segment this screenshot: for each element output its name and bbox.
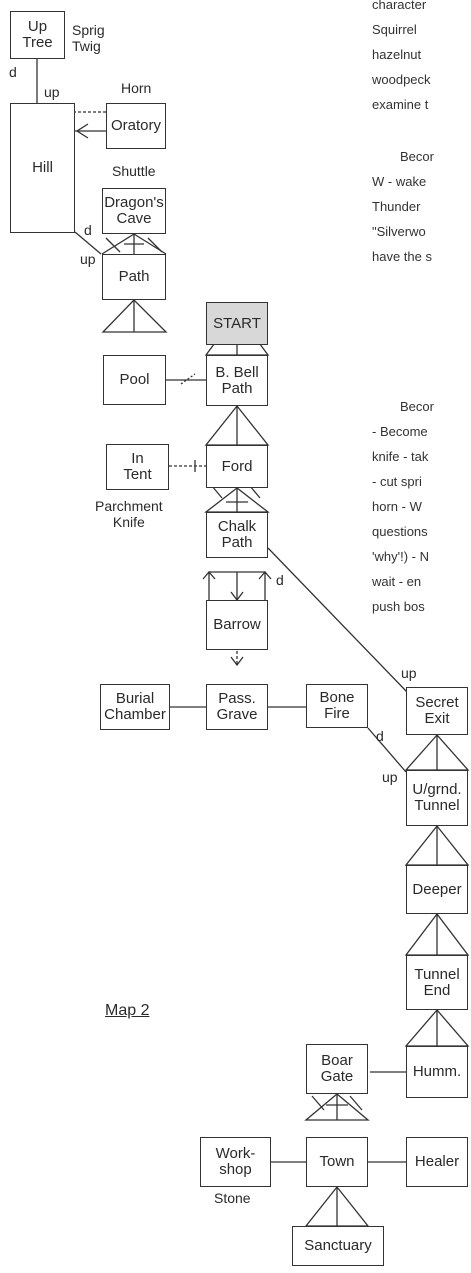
room-tunnel-end: Tunnel End — [406, 955, 468, 1010]
room-pool: Pool — [103, 355, 166, 405]
text-fragment: character — [372, 0, 427, 12]
dir-up: up — [44, 84, 60, 100]
room-start: START — [206, 302, 268, 345]
room-town: Town — [306, 1137, 368, 1187]
text-fragment: have the s — [372, 249, 432, 264]
item-shuttle: Shuttle — [112, 163, 156, 179]
room-bone-fire: Bone Fire — [306, 684, 368, 728]
dir-d: d — [276, 572, 284, 588]
text-fragment: Thunder — [372, 199, 421, 214]
room-ugrnd-tunnel: U/grnd. Tunnel — [406, 770, 468, 826]
room-up-tree: Up Tree — [10, 11, 65, 59]
room-pass-grave: Pass. Grave — [206, 684, 268, 730]
text-fragment: Becor — [400, 149, 434, 164]
room-bell-path: B. Bell Path — [206, 355, 268, 406]
dir-up: up — [382, 769, 398, 785]
text-fragment: Squirrel — [372, 22, 417, 37]
dir-d: d — [9, 64, 17, 80]
text-fragment: Becor — [400, 399, 434, 414]
room-dragons-cave: Dragon's Cave — [102, 188, 166, 234]
text-fragment: questions — [372, 524, 428, 539]
room-hill: Hill — [10, 103, 75, 233]
item-horn: Horn — [121, 80, 152, 96]
room-oratory: Oratory — [106, 103, 166, 149]
item-sprig-twig: Sprig Twig — [72, 22, 105, 54]
room-boar-gate: Boar Gate — [306, 1044, 368, 1094]
room-workshop: Work- shop — [200, 1137, 271, 1187]
text-fragment: W - wake — [372, 174, 427, 189]
room-path: Path — [102, 254, 166, 300]
text-fragment: 'why'!) - N — [372, 549, 429, 564]
text-fragment: hazelnut — [372, 47, 422, 62]
item-parchment-knife: Parchment Knife — [95, 498, 163, 530]
link-hill-path — [74, 231, 102, 255]
room-healer: Healer — [406, 1137, 468, 1187]
text-fragment: horn - W — [372, 499, 422, 514]
room-in-tent: In Tent — [106, 444, 169, 490]
room-sanctuary: Sanctuary — [292, 1226, 384, 1266]
text-fragment: examine t — [372, 97, 429, 112]
room-burial-chamber: Burial Chamber — [100, 684, 170, 730]
text-fragment: knife - tak — [372, 449, 429, 464]
map-caption: Map 2 — [105, 1002, 150, 1019]
dir-d: d — [376, 728, 384, 744]
room-humm: Humm. — [406, 1046, 468, 1098]
text-fragment: - Become — [372, 424, 428, 439]
dir-up: up — [401, 665, 417, 681]
item-stone: Stone — [214, 1190, 251, 1206]
room-ford: Ford — [206, 445, 268, 488]
dir-up: up — [80, 251, 96, 267]
room-barrow: Barrow — [206, 600, 268, 650]
dir-d: d — [84, 222, 92, 238]
room-deeper: Deeper — [406, 865, 468, 914]
text-fragment: wait - en — [372, 574, 422, 589]
text-fragment: - cut spri — [372, 474, 422, 489]
arrow-head — [75, 123, 89, 139]
text-fragment: "Silverwo — [372, 224, 426, 239]
text-fragment: woodpeck — [372, 72, 431, 87]
room-secret-exit: Secret Exit — [406, 687, 468, 735]
text-fragment: push bos — [372, 599, 425, 614]
room-chalk-path: Chalk Path — [206, 512, 268, 558]
